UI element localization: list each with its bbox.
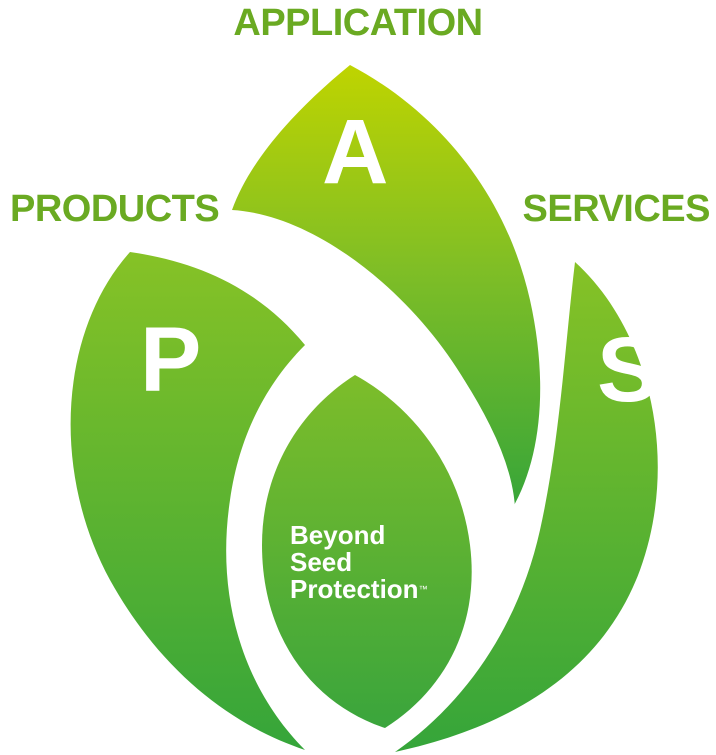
- services-title-text: SERVICES: [522, 188, 711, 230]
- tagline-line-1: Beyond: [290, 520, 386, 550]
- application-title-text: APPLICATION: [233, 2, 483, 44]
- trademark-symbol: ™: [418, 584, 428, 594]
- application-letter: A: [322, 100, 388, 205]
- center-tagline: Beyond Seed Protection™: [290, 522, 428, 603]
- application-letter-text: A: [322, 101, 389, 203]
- tagline-line-2: Seed: [290, 547, 353, 577]
- tagline-line-3: Protection™: [290, 576, 428, 603]
- products-letter-text: P: [140, 309, 202, 411]
- products-letter: P: [140, 308, 201, 413]
- services-letter-text: S: [597, 319, 659, 421]
- products-title-text: PRODUCTS: [10, 188, 220, 230]
- services-letter: S: [597, 318, 658, 423]
- products-title: PRODUCTS: [10, 188, 220, 231]
- application-title: APPLICATION: [0, 2, 716, 45]
- tagline-line-3-text: Protection: [290, 574, 419, 604]
- products-leaf: [70, 252, 305, 750]
- services-title: SERVICES: [522, 188, 711, 231]
- application-leaf: [232, 65, 541, 520]
- center-leaf: [262, 375, 472, 728]
- swoosh-stem: [221, 211, 516, 559]
- services-leaf: [395, 262, 658, 752]
